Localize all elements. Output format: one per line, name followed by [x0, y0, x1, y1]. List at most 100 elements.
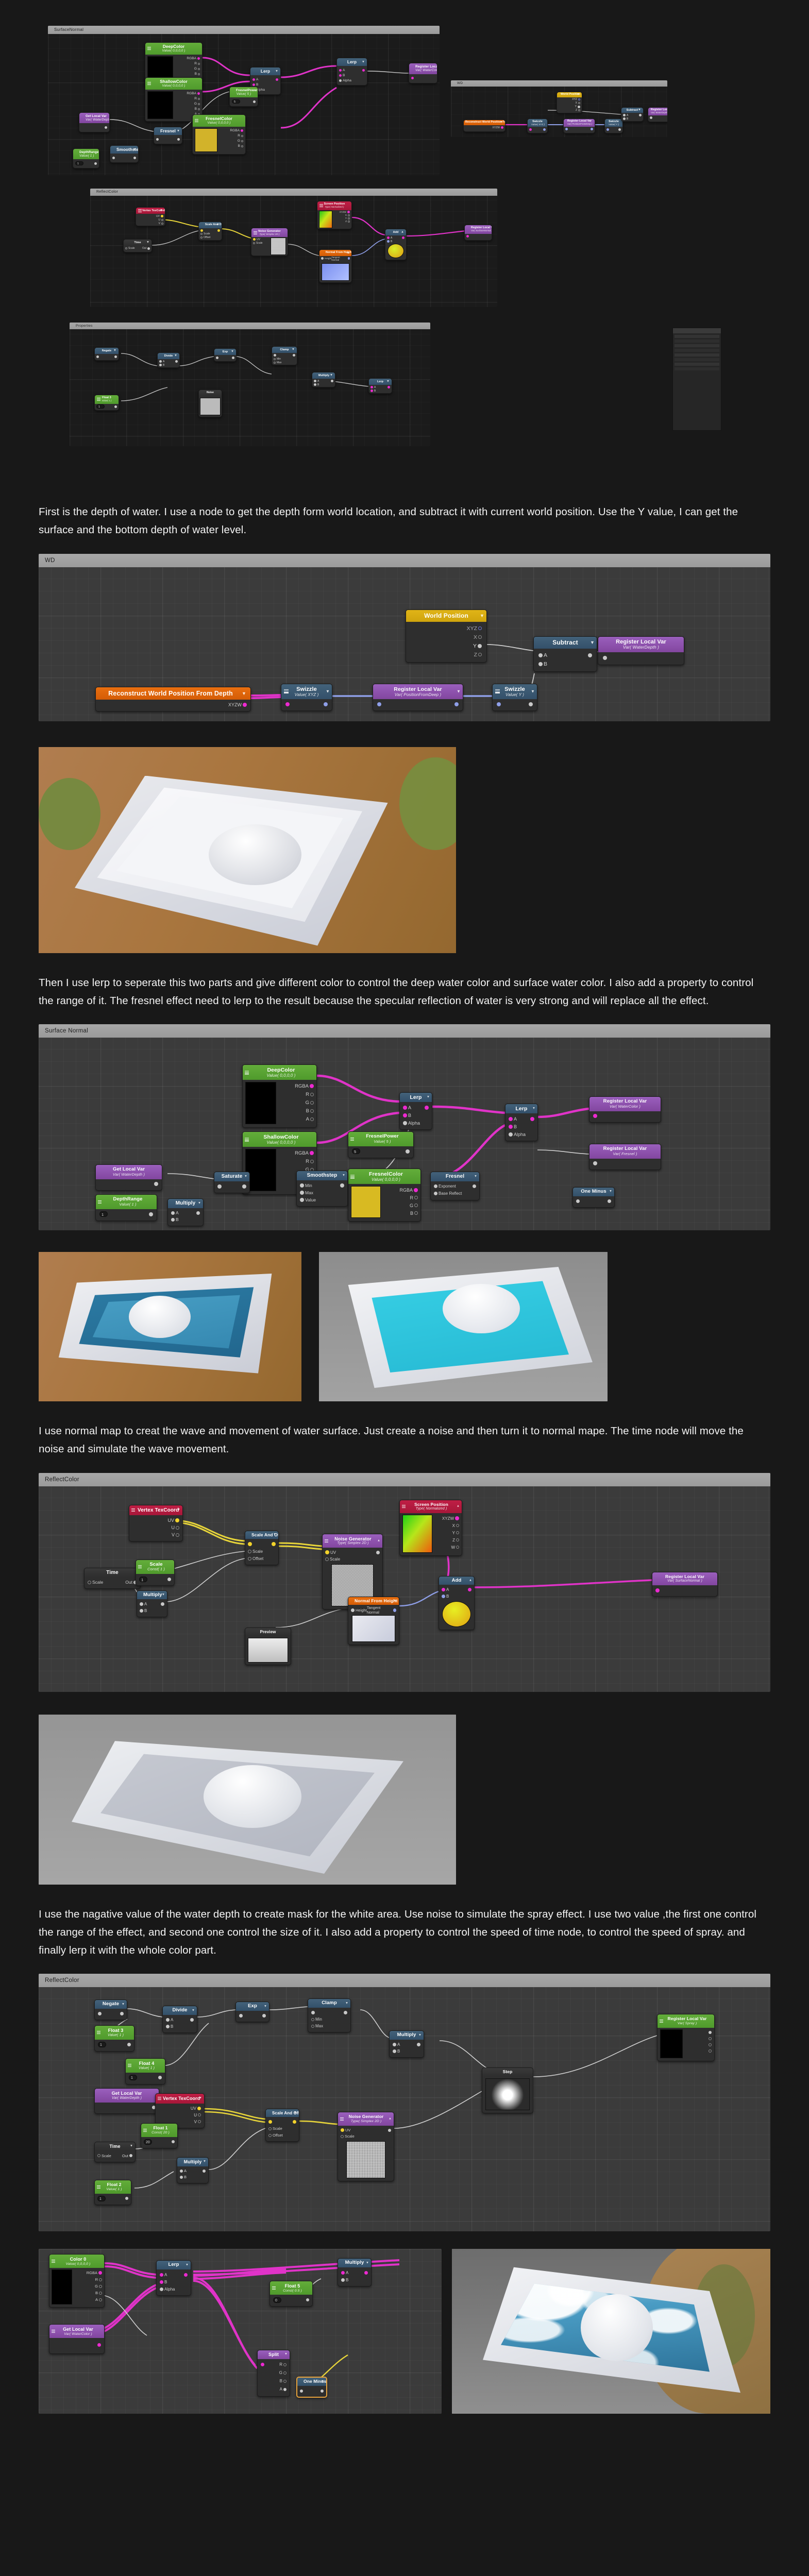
node-clamp[interactable]: Clamp▼ Min Max [272, 346, 297, 366]
node-vertex-texcoord[interactable]: Vertex TexCoord▼ UV U V [129, 1504, 183, 1541]
node-lerp-fresnel[interactable]: Lerp▼ A B Alpha [505, 1104, 538, 1142]
node-negate[interactable]: Negate▼ [94, 1999, 127, 2021]
chevron-down-icon[interactable]: ▼ [532, 1107, 535, 1110]
value-field[interactable]: 1 [99, 1211, 108, 1217]
chevron-down-icon[interactable]: ▼ [342, 1174, 345, 1177]
chevron-down-icon[interactable]: ▼ [637, 108, 641, 112]
node-subtract[interactable]: Subtract▼ A B [621, 107, 644, 122]
chevron-down-icon[interactable]: ▼ [174, 354, 177, 358]
chevron-down-icon[interactable]: ▼ [132, 148, 136, 151]
node-fresnel[interactable]: Fresnel▼ [154, 127, 182, 145]
node-clamp[interactable]: Clamp▼ Min Max [308, 1998, 351, 2033]
node-divide[interactable]: Divide▼ A B [162, 2006, 197, 2033]
chevron-down-icon[interactable]: ▼ [263, 2005, 267, 2008]
node-one-minus[interactable]: One Minus▼ [572, 1187, 615, 1208]
overview-graph-properties[interactable]: Properties Negate▼ Divide▼ A [70, 323, 430, 446]
chevron-down-icon[interactable]: ▼ [113, 349, 116, 352]
chevron-down-icon[interactable]: ▼ [576, 93, 580, 96]
chevron-up-icon[interactable]: ▲ [400, 230, 404, 234]
node-smoothstep[interactable]: Smoothstep▼ [110, 145, 139, 163]
node-negate[interactable]: Negate▼ [94, 347, 119, 361]
node-smoothstep[interactable]: Smoothstep▼ Min Max Value [296, 1171, 348, 1207]
chevron-down-icon[interactable]: ▼ [197, 1201, 201, 1205]
node-register-local-var-positionfromdeep[interactable]: Register Local Var Var( PositionFromDeep… [373, 683, 463, 711]
details-panel[interactable] [672, 328, 721, 431]
chevron-down-icon[interactable]: ▼ [365, 2261, 369, 2265]
node-exp[interactable]: Exp▼ [235, 2002, 269, 2023]
node-swizzle-xyz[interactable]: Swizzle Value( XYZ ) ▼ [281, 683, 332, 711]
chevron-down-icon[interactable]: ▼ [198, 2096, 202, 2100]
node-step[interactable]: Step [482, 2067, 533, 2114]
node-lerp-final[interactable]: Lerp▼ A B Alpha [156, 2260, 191, 2296]
value-field[interactable]: 1 [96, 404, 105, 409]
chevron-down-icon[interactable]: ▼ [241, 690, 246, 696]
chevron-up-icon[interactable]: ▲ [468, 1579, 472, 1582]
chevron-down-icon[interactable]: ▼ [146, 241, 149, 244]
value-field[interactable]: 1 [97, 2195, 106, 2201]
node-reconstruct-world-position[interactable]: Reconstruct World Position From Depth▼ X… [463, 120, 505, 132]
node-vertex-texcoord[interactable]: Vertex TexCoord▼ UV U V [136, 207, 165, 227]
node-swizzle-y[interactable]: Swizzle Value( Y ) ▼ [492, 683, 537, 711]
chevron-down-icon[interactable]: ▼ [386, 380, 390, 383]
node-one-minus[interactable]: One Minus▼ [296, 2377, 327, 2398]
node-world-position[interactable]: World Position▼ XYZ X Y Z [557, 92, 582, 113]
node-lerp-prop[interactable]: Lerp▼ A B [368, 378, 392, 394]
value-field[interactable]: 20 [144, 2139, 152, 2145]
chevron-down-icon[interactable]: ▼ [159, 209, 163, 212]
node-world-position[interactable]: World Position ▼ XYZ X Y Z [406, 609, 487, 663]
chevron-down-icon[interactable]: ▼ [530, 689, 535, 694]
node-saturate[interactable]: Saturate▼ [214, 1172, 250, 1193]
graph-canvas[interactable]: Negate▼ Divide▼ A B Exp▼ Clamp▼ Min [39, 1974, 770, 2231]
chevron-down-icon[interactable]: ▼ [329, 374, 333, 377]
chevron-down-icon[interactable]: ▼ [609, 1190, 612, 1194]
chevron-down-icon[interactable]: ▼ [325, 689, 330, 694]
chevron-down-icon[interactable]: ▼ [499, 121, 503, 124]
node-split[interactable]: Split▼ R G B A [257, 2350, 290, 2397]
node-subtract[interactable]: Subtract ▼ A B [533, 636, 597, 672]
node-multiply[interactable]: Multiply▼ A B [137, 1590, 167, 1618]
graph-spray[interactable]: ReflectColor Negate▼ [39, 1974, 770, 2232]
node-vertex-texcoord[interactable]: Vertex TexCoord▼ UV U V [155, 2093, 205, 2128]
node-scale-and-offset[interactable]: Scale And Offset▼ Scale Offset [245, 1530, 279, 1566]
chevron-down-icon[interactable]: ▼ [456, 689, 461, 694]
graph-wd[interactable]: WD Reconstruct World Position From Depth… [39, 553, 770, 721]
value-field[interactable]: 1 [98, 2042, 106, 2048]
chevron-down-icon[interactable]: ▼ [216, 223, 220, 227]
node-register-local-var-waterdepth[interactable]: Register Local Var Var( WaterDepth ) [598, 636, 684, 665]
chevron-up-icon[interactable]: ▲ [377, 1539, 380, 1543]
node-scale-and-offset[interactable]: Scale And Offset▼ Scale Offset [198, 222, 222, 241]
node-multiply[interactable]: Multiply▼ A B [167, 1198, 204, 1226]
